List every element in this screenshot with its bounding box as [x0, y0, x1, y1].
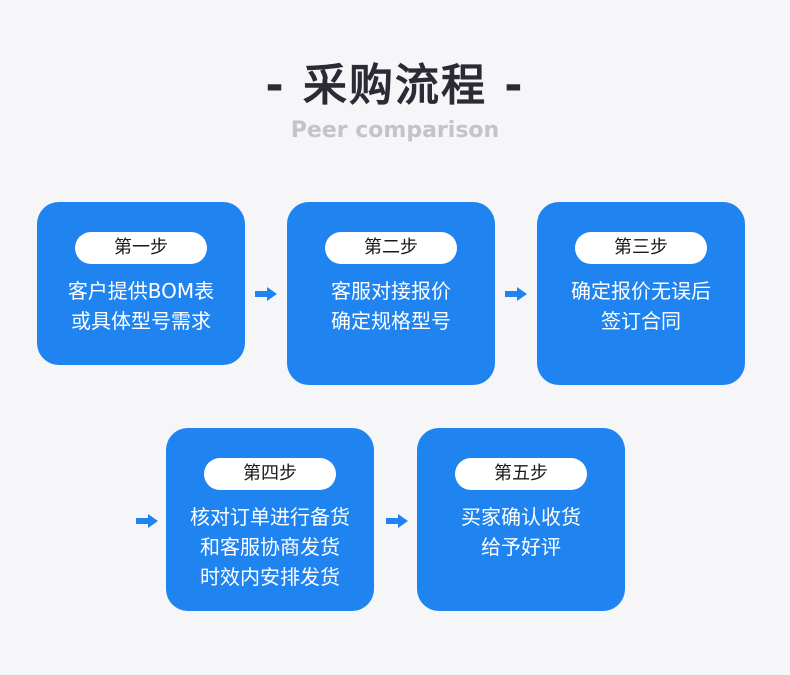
step-line: 签订合同 [601, 309, 681, 333]
step-line: 确定规格型号 [331, 309, 451, 333]
step-line: 客户提供BOM表 [67, 279, 215, 303]
step-card-3: 第三步 确定报价无误后 签订合同 [537, 202, 745, 385]
step-label: 第五步 [455, 458, 587, 490]
step-line: 给予好评 [481, 535, 561, 559]
arrow-right-icon [386, 514, 408, 528]
page-title: - 采购流程 - [265, 60, 525, 111]
step-description: 确定报价无误后 签订合同 [543, 276, 739, 336]
step-label: 第三步 [575, 232, 707, 264]
step-description: 客户提供BOM表 或具体型号需求 [43, 276, 239, 336]
step-label: 第四步 [204, 458, 336, 490]
step-card-2: 第二步 客服对接报价 确定规格型号 [287, 202, 495, 385]
step-description: 买家确认收货 给予好评 [423, 502, 619, 562]
step-description: 客服对接报价 确定规格型号 [293, 276, 489, 336]
step-line: 客服对接报价 [331, 279, 451, 303]
step-line: 买家确认收货 [461, 505, 581, 529]
step-line: 和客服协商发货 [200, 535, 340, 559]
page-subtitle: Peer comparison [290, 118, 500, 143]
step-card-1: 第一步 客户提供BOM表 或具体型号需求 [37, 202, 245, 365]
arrow-right-icon [255, 287, 277, 301]
arrow-right-icon [505, 287, 527, 301]
step-card-4: 第四步 核对订单进行备货 和客服协商发货 时效内安排发货 [166, 428, 374, 611]
arrow-right-icon [136, 514, 158, 528]
step-line: 或具体型号需求 [71, 309, 211, 333]
step-line: 确定报价无误后 [571, 279, 711, 303]
step-card-5: 第五步 买家确认收货 给予好评 [417, 428, 625, 611]
step-label: 第一步 [75, 232, 207, 264]
step-line: 核对订单进行备货 [190, 505, 350, 529]
step-description: 核对订单进行备货 和客服协商发货 时效内安排发货 [172, 502, 368, 592]
step-line: 时效内安排发货 [200, 565, 340, 589]
step-label: 第二步 [325, 232, 457, 264]
